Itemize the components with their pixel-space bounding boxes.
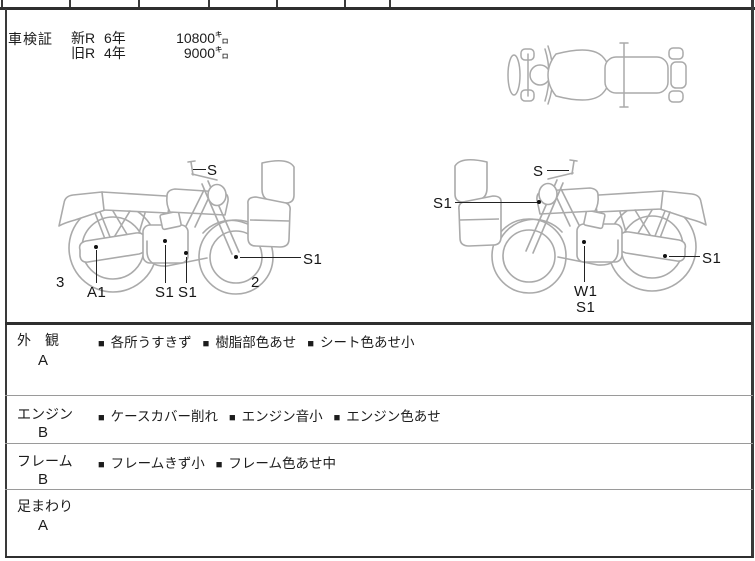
defect-dot xyxy=(234,255,238,259)
defect-dot xyxy=(663,254,667,258)
leader-line xyxy=(455,202,539,204)
zone-number: 3 xyxy=(56,274,65,291)
defect-code: S1 xyxy=(433,195,453,212)
section-notes: ■ケースカバー削れ ■エンジン音小 ■エンジン色あせ xyxy=(98,405,441,425)
motorcycle-top-view-drawing xyxy=(507,42,687,108)
defect-note: ■エンジン色あせ xyxy=(333,409,441,424)
defect-code: S1 xyxy=(576,299,596,316)
grade-value: B xyxy=(38,471,49,488)
mileage-value: 10800㌔ xyxy=(176,30,229,46)
leader-line xyxy=(669,256,700,258)
defect-code: S1 xyxy=(702,250,722,267)
bullet-icon: ■ xyxy=(98,459,105,471)
leader-line xyxy=(547,170,569,172)
defect-code: A1 xyxy=(87,284,107,301)
defect-note: ■ケースカバー削れ xyxy=(98,409,218,424)
inspection-row-new: 新R 6年 10800㌔ xyxy=(71,28,229,48)
bullet-icon: ■ xyxy=(215,459,223,471)
defect-dot xyxy=(94,245,98,249)
registration-year: 4年 xyxy=(104,45,126,61)
defect-note: ■エンジン音小 xyxy=(228,409,323,424)
defect-note: ■フレーム色あせ中 xyxy=(215,456,337,471)
bullet-icon: ■ xyxy=(333,412,341,424)
section-label: フレーム xyxy=(17,453,73,469)
section-separator xyxy=(5,443,753,445)
bullet-icon: ■ xyxy=(98,338,105,350)
section-separator xyxy=(5,395,753,397)
table-divider xyxy=(138,0,140,8)
defect-dot xyxy=(184,251,188,255)
defect-code: S1 xyxy=(303,251,323,268)
bullet-icon: ■ xyxy=(307,338,314,350)
defect-code: S1 xyxy=(178,284,198,301)
defect-code: S xyxy=(207,162,218,179)
defect-code: S1 xyxy=(155,284,175,301)
leader-line xyxy=(186,257,188,283)
section-notes: ■フレームきず小 ■フレーム色あせ中 xyxy=(98,452,336,472)
defect-note: ■各所うすきず xyxy=(98,335,192,350)
section-label: 足まわり xyxy=(17,498,73,514)
table-divider xyxy=(69,0,71,8)
leader-line xyxy=(165,245,167,283)
defect-dot xyxy=(537,200,541,204)
leader-line xyxy=(96,250,98,283)
leader-line xyxy=(584,246,586,282)
bullet-icon: ■ xyxy=(98,412,105,424)
grade-value: B xyxy=(38,424,49,441)
defect-dot xyxy=(582,240,586,244)
registration-era: 新R xyxy=(71,30,96,46)
defect-note: ■フレームきず小 xyxy=(98,456,205,471)
defect-note: ■樹脂部色あせ xyxy=(202,335,297,350)
table-divider xyxy=(208,0,210,8)
section-separator xyxy=(5,489,753,491)
section-notes: ■各所うすきず ■樹脂部色あせ ■シート色あせ小 xyxy=(98,331,414,351)
grade-value: A xyxy=(38,517,49,534)
registration-year: 6年 xyxy=(104,30,126,46)
section-label: エンジン xyxy=(17,406,73,422)
registration-era: 旧R xyxy=(71,45,96,61)
right-border xyxy=(751,0,754,558)
section-separator xyxy=(5,322,753,325)
defect-code: W1 xyxy=(574,283,598,300)
bullet-icon: ■ xyxy=(202,338,210,350)
inspection-row-old: 旧R 4年 9000㌔ xyxy=(71,43,229,63)
table-bottom-border xyxy=(0,7,755,10)
defect-dot xyxy=(163,239,167,243)
vehicle-inspection-label: 車検証 xyxy=(8,31,53,47)
grade-value: A xyxy=(38,352,49,369)
mileage-value: 9000㌔ xyxy=(183,45,229,61)
leader-line xyxy=(240,257,301,259)
bottom-border xyxy=(5,556,753,558)
leader-line xyxy=(193,169,206,171)
section-label: 外 観 xyxy=(17,332,59,348)
bullet-icon: ■ xyxy=(228,412,236,424)
table-divider xyxy=(389,0,391,8)
left-border xyxy=(5,9,7,558)
defect-code: S xyxy=(533,163,544,180)
zone-number: 2 xyxy=(251,274,260,291)
table-divider xyxy=(344,0,346,8)
defect-note: ■シート色あせ小 xyxy=(307,335,415,350)
table-divider xyxy=(276,0,278,8)
table-divider xyxy=(1,0,3,8)
